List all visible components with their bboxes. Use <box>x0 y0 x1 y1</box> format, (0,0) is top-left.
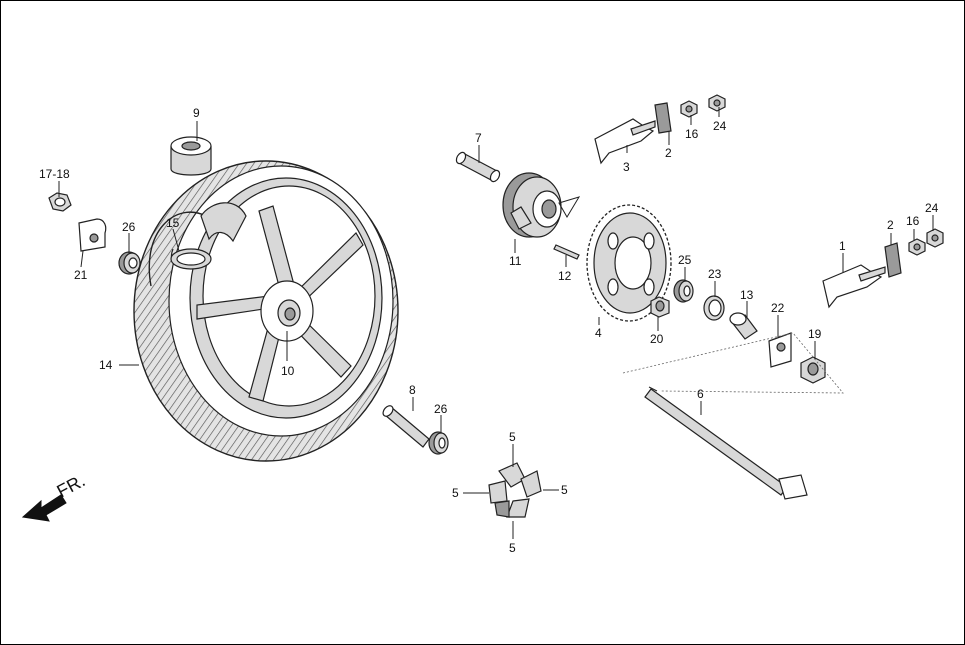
callout-2-right: 2 <box>887 218 894 232</box>
arrow-icon <box>21 494 67 522</box>
part-7-sleeve <box>455 151 501 183</box>
callout-12: 12 <box>558 269 572 283</box>
callout-24-right: 24 <box>925 201 939 215</box>
part-2-block-right <box>884 242 902 278</box>
part-2-block-upper <box>654 102 672 134</box>
callout-9: 9 <box>193 106 200 120</box>
part-20-nut <box>650 296 670 318</box>
part-8-spacer <box>382 405 430 448</box>
callout-5-top: 5 <box>509 430 516 444</box>
part-25-bearing <box>673 279 694 303</box>
part-24-nut-upper <box>708 94 726 112</box>
callout-labels: 9 17-18 21 26 15 14 10 8 26 5 5 5 5 7 11… <box>39 106 939 555</box>
callout-2-upper: 2 <box>665 146 672 160</box>
front-direction-indicator: FR. <box>21 470 88 522</box>
callout-25: 25 <box>678 253 692 267</box>
axle-guide-line <box>622 332 844 394</box>
callout-26-left: 26 <box>122 220 136 234</box>
part-3-adjuster <box>594 118 656 165</box>
callout-16-right: 16 <box>906 214 920 228</box>
part-16-nut-right <box>908 238 926 256</box>
part-17-18-nut <box>48 192 72 212</box>
part-1-adjuster <box>822 264 886 309</box>
callout-13: 13 <box>740 288 754 302</box>
part-26-bearing-lower <box>428 431 449 455</box>
callout-17-18: 17-18 <box>39 167 70 181</box>
part-13-collar <box>729 312 758 340</box>
part-9-collar <box>170 136 212 176</box>
callout-8: 8 <box>409 383 416 397</box>
part-23-oil-seal <box>703 295 725 321</box>
callout-20: 20 <box>650 332 664 346</box>
callout-14: 14 <box>99 358 113 372</box>
callout-15: 15 <box>166 216 180 230</box>
callout-19: 19 <box>808 327 822 341</box>
callout-10: 10 <box>281 364 295 378</box>
callout-3: 3 <box>623 160 630 174</box>
callout-11: 11 <box>509 254 522 268</box>
callout-6: 6 <box>697 387 704 401</box>
part-22-plate <box>768 332 792 368</box>
callout-5-right: 5 <box>561 483 568 497</box>
callout-16-upper: 16 <box>685 127 699 141</box>
part-11-sprocket-hub <box>502 172 562 238</box>
callout-5-bottom: 5 <box>509 541 516 555</box>
leader-lines <box>58 107 934 539</box>
part-19-axle-nut <box>800 356 826 384</box>
part-6-axle <box>644 386 808 500</box>
callout-7: 7 <box>475 131 482 145</box>
callout-21: 21 <box>74 268 88 282</box>
part-5-damper-set <box>488 462 542 518</box>
tire-cutaway <box>200 202 247 243</box>
rear-wheel <box>133 160 399 462</box>
part-26-bearing-left <box>118 251 141 275</box>
part-4-sprocket <box>586 204 672 322</box>
callout-24-upper: 24 <box>713 119 727 133</box>
part-12-stud <box>553 244 580 260</box>
callout-1: 1 <box>839 239 846 253</box>
part-24-nut-right <box>926 228 944 248</box>
callout-5-left: 5 <box>452 486 459 500</box>
callout-23: 23 <box>708 267 722 281</box>
callout-26-lower: 26 <box>434 402 448 416</box>
part-21-plate <box>78 218 107 252</box>
part-16-nut-upper <box>680 100 698 118</box>
callout-22: 22 <box>771 301 785 315</box>
callout-4: 4 <box>595 326 602 340</box>
